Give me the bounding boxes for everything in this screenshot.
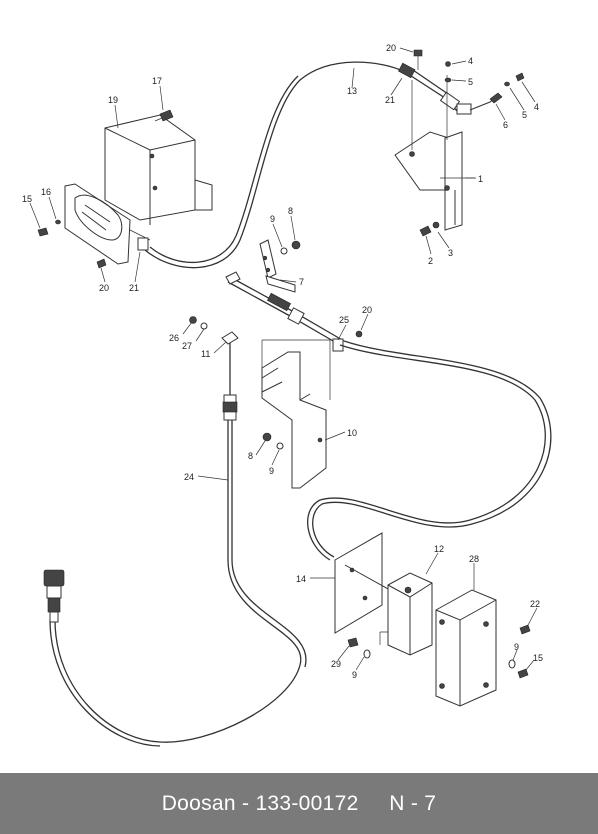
callout-9: 9 [269,466,274,476]
callout-11: 11 [201,349,210,359]
callout-4: 4 [534,102,539,112]
callout-15: 15 [22,194,32,204]
housing-28 [347,589,531,707]
callout-28: 28 [469,554,479,564]
fasteners-left [37,109,174,269]
bracket-1 [394,75,475,231]
plate-16 [64,183,151,265]
cable-25 [307,340,552,561]
callout-6: 6 [503,120,508,130]
callout-9: 9 [352,670,357,680]
callout-2: 2 [428,256,433,266]
callout-5: 5 [522,110,527,120]
callout-labels: 1 2 3 4 4 5 5 6 7 8 8 9 9 9 9 10 11 12 1… [22,43,543,680]
callout-8: 8 [288,206,293,216]
callout-16: 16 [41,187,51,197]
callout-5: 5 [468,77,473,87]
bracket-19 [104,114,213,225]
part-number: 133-00172 [255,791,359,815]
callout-13: 13 [347,86,357,96]
footer-bar: Doosan - 133-00172 N - 7 [0,773,598,834]
callout-3: 3 [448,248,453,258]
page-number: N - 7 [389,791,437,815]
callout-1: 1 [478,174,483,184]
switch-12 [387,572,433,656]
callout-26: 26 [169,333,179,343]
footer-caption: Doosan - 133-00172 N - 7 [161,791,437,815]
callout-9: 9 [270,214,275,224]
callout-17: 17 [152,76,162,86]
callout-20: 20 [362,305,372,315]
callout-14: 14 [296,574,306,584]
parts-diagram: 1 2 3 4 4 5 5 6 7 8 8 9 9 9 9 10 11 12 1… [22,43,552,747]
plate-14 [334,532,420,645]
callout-9: 9 [514,642,519,652]
callout-20: 20 [386,43,396,53]
callout-12: 12 [434,544,444,554]
cable-24 [43,316,307,747]
callout-21: 21 [129,283,139,293]
leader-lines [29,47,538,671]
callout-22: 22 [530,599,540,609]
callout-25: 25 [339,315,349,325]
callout-29: 29 [331,659,341,669]
bracket-10 [261,339,331,489]
callout-15: 15 [533,653,543,663]
callout-7: 7 [299,277,304,287]
brand-name: Doosan [161,791,236,815]
callout-20: 20 [99,283,109,293]
callout-24: 24 [184,472,194,482]
callout-8: 8 [248,451,253,461]
callout-4: 4 [468,56,473,66]
fasteners-top [413,49,525,237]
rod-7 [225,239,363,352]
callout-10: 10 [347,428,357,438]
callout-21: 21 [385,95,395,105]
callout-27: 27 [182,341,192,351]
callout-19: 19 [108,95,118,105]
